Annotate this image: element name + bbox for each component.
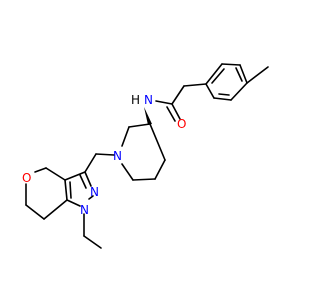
- bond-layer: [25, 63, 269, 249]
- bond: [83, 235, 102, 249]
- atom-label-amide-n: N: [144, 93, 153, 107]
- bond: [218, 93, 230, 96]
- bond: [84, 153, 97, 173]
- bond: [121, 163, 134, 181]
- atom-label-piperidine-n: N: [113, 149, 122, 163]
- atom-label-amide-h: H: [131, 93, 140, 107]
- bond: [171, 103, 181, 120]
- bond: [239, 64, 248, 84]
- bond: [205, 63, 223, 85]
- bond: [121, 126, 130, 147]
- bond: [246, 66, 269, 84]
- bond: [88, 195, 94, 200]
- bond: [171, 85, 185, 105]
- bond: [79, 174, 87, 189]
- atom-label-pyran-o: O: [22, 171, 31, 185]
- bond: [154, 159, 166, 180]
- bond: [213, 97, 232, 101]
- bond: [183, 83, 207, 87]
- bond: [155, 100, 173, 105]
- bond: [230, 82, 248, 101]
- molecule-structure-drawing: N H O N O N N: [22, 63, 269, 249]
- bond: [43, 199, 68, 220]
- bond: [128, 123, 151, 128]
- bond: [205, 83, 215, 99]
- bond: [69, 181, 72, 199]
- stereo-wedge-bond: [144, 107, 152, 125]
- bond: [166, 106, 176, 122]
- bond: [64, 171, 86, 181]
- bond: [149, 123, 166, 161]
- bond: [84, 171, 92, 187]
- bond: [221, 63, 241, 66]
- molecule-svg: N H O N O N N: [22, 63, 269, 249]
- atom-label-layer: N H O N O N N: [22, 93, 186, 217]
- bond: [132, 178, 156, 181]
- bond: [66, 199, 81, 207]
- atom-label-pyrazole-n1: N: [80, 203, 89, 217]
- bond: [25, 204, 45, 220]
- atom-label-carbonyl-o: O: [177, 117, 186, 131]
- bond: [34, 167, 47, 173]
- bond: [211, 68, 225, 84]
- bond: [95, 153, 115, 156]
- bond: [64, 179, 68, 201]
- atom-label-pyrazole-n2: N: [90, 185, 99, 199]
- bond: [45, 167, 66, 181]
- bond: [235, 67, 243, 82]
